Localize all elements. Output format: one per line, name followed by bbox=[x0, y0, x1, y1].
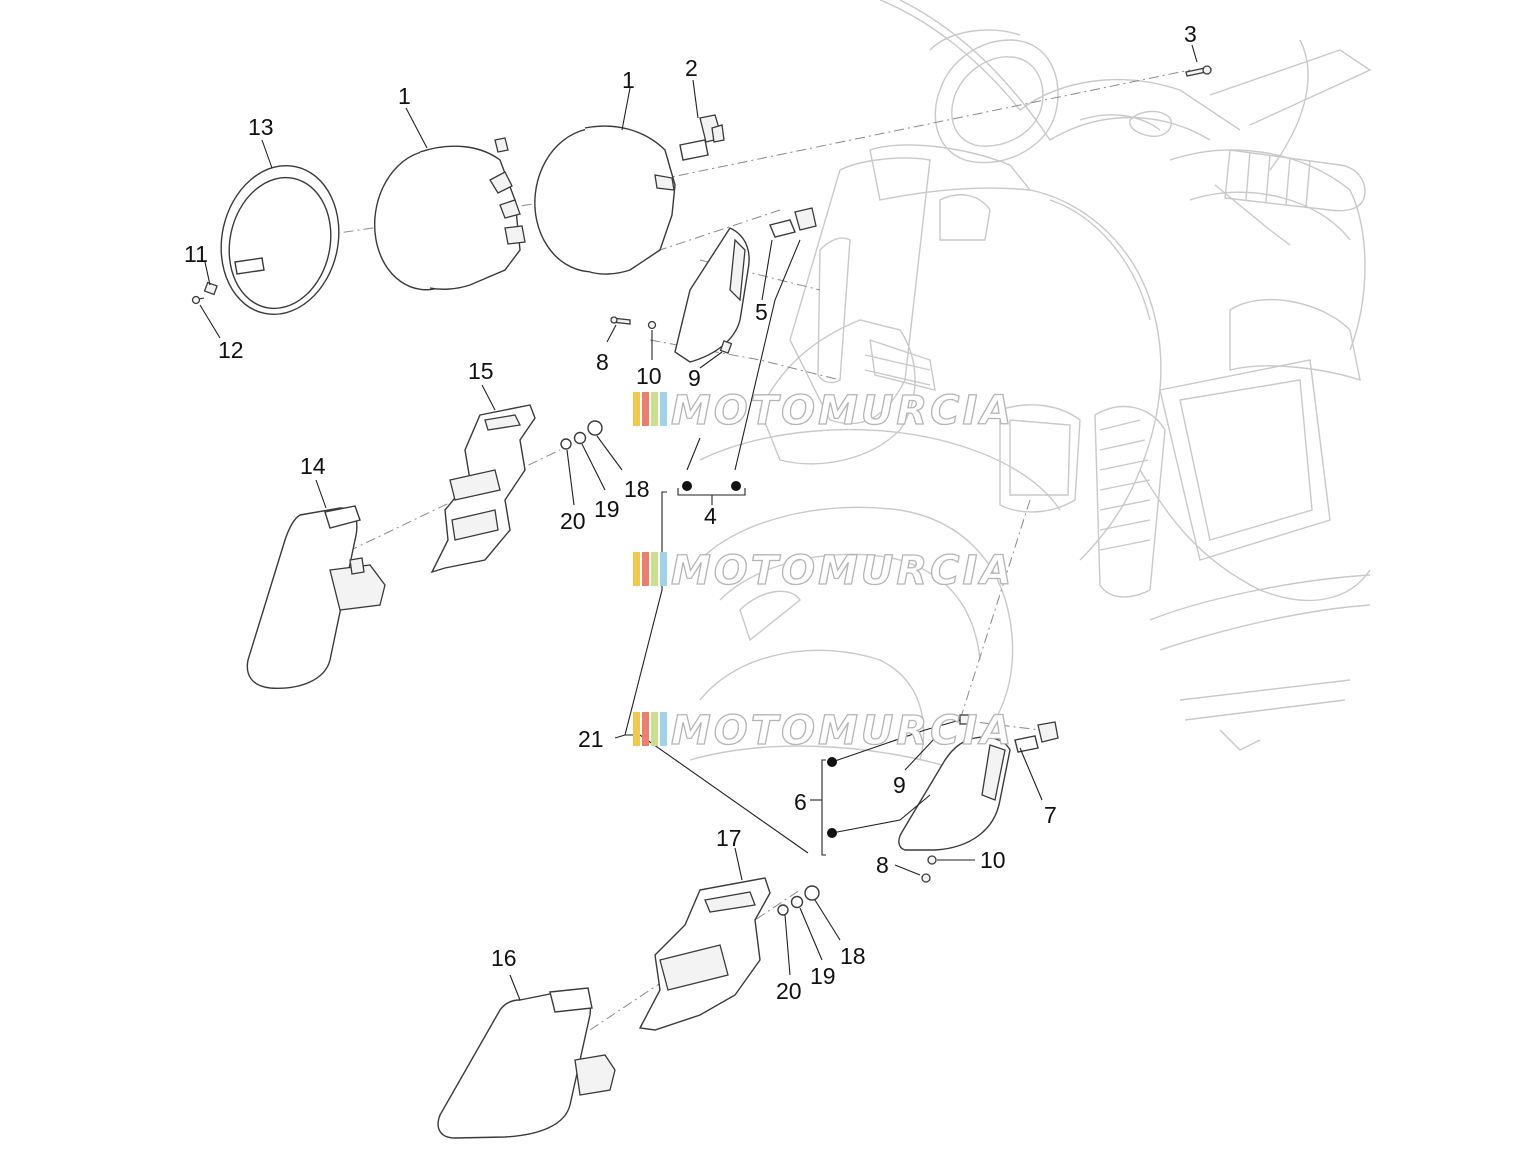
callout-1-right: 1 bbox=[622, 67, 635, 93]
part-1-headlamp-left bbox=[373, 137, 526, 291]
part-9-clip-lower bbox=[959, 714, 970, 725]
callout-20-lower-visible: 20 bbox=[776, 978, 802, 1004]
callout-1-left: 1 bbox=[398, 83, 411, 109]
part-8-screw-lower bbox=[921, 873, 931, 883]
callout-9-lower: 9 bbox=[893, 772, 906, 798]
callout-18-upper: 18 bbox=[624, 476, 650, 502]
callout-21: 21 bbox=[578, 726, 604, 752]
callout-10-upper: 10 bbox=[636, 363, 662, 389]
part-16-indicator-lens-lower bbox=[437, 987, 616, 1139]
watermark-text: MOTOMURCIA bbox=[671, 548, 1014, 594]
part-10-washer-upper bbox=[647, 320, 657, 330]
callout-14: 14 bbox=[300, 453, 326, 479]
part-9-clip-upper bbox=[719, 340, 733, 354]
parts-18-19-20-washers-lower bbox=[777, 885, 820, 916]
callout-10-lower: 10 bbox=[980, 847, 1006, 873]
part-8-screw-upper bbox=[610, 316, 631, 325]
callout-2: 2 bbox=[685, 55, 698, 81]
callout-19-lower: 19 bbox=[810, 963, 836, 989]
part-15-bracket-upper bbox=[430, 404, 536, 574]
part-1-headlamp-right bbox=[534, 125, 676, 275]
part-5-bulb-holder bbox=[769, 207, 817, 238]
parts-18-19-20-washers-upper bbox=[560, 420, 603, 450]
group-connection-dots bbox=[682, 481, 837, 838]
callout-4: 4 bbox=[704, 503, 717, 529]
callout-16: 16 bbox=[491, 945, 517, 971]
part-11-nut bbox=[203, 281, 218, 296]
part-13-headlamp-trim-ring bbox=[220, 164, 340, 316]
callout-17: 17 bbox=[716, 825, 742, 851]
callout-7: 7 bbox=[1044, 802, 1057, 828]
callout-8-upper: 8 bbox=[596, 349, 609, 375]
callout-15: 15 bbox=[468, 358, 494, 384]
watermark-1: MOTOMURCIA bbox=[633, 387, 1014, 435]
part-3-screw bbox=[1185, 65, 1212, 77]
handlebar-grip bbox=[1214, 149, 1366, 246]
part-front-indicator-lower-housing bbox=[898, 736, 1011, 851]
callout-6: 6 bbox=[794, 789, 807, 815]
callout-20-upper: 20 bbox=[560, 508, 586, 534]
callout-12: 12 bbox=[218, 337, 244, 363]
callout-9-upper: 9 bbox=[688, 365, 701, 391]
callout-18-lower: 18 bbox=[840, 943, 866, 969]
callout-3: 3 bbox=[1184, 21, 1197, 47]
callout-5: 5 bbox=[755, 299, 768, 325]
watermark-text: MOTOMURCIA bbox=[671, 708, 1014, 754]
callout-11: 11 bbox=[184, 241, 208, 267]
part-14-indicator-lens-left bbox=[246, 505, 386, 689]
watermark-text: MOTOMURCIA bbox=[671, 388, 1014, 434]
part-2-bulb bbox=[679, 114, 725, 161]
callout-8-lower: 8 bbox=[876, 852, 889, 878]
part-12-screw bbox=[191, 295, 205, 305]
scooter-body-outline bbox=[689, 0, 1372, 771]
callout-13: 13 bbox=[248, 114, 274, 140]
callout-19-upper: 19 bbox=[594, 496, 620, 522]
watermark-3: MOTOMURCIA bbox=[633, 707, 1014, 755]
part-front-indicator-upper-housing bbox=[674, 227, 750, 363]
watermark-2: MOTOMURCIA bbox=[633, 547, 1014, 595]
part-10-washer-lower bbox=[927, 855, 937, 865]
part-7-bulb-holder bbox=[1014, 721, 1059, 753]
part-17-bracket-lower bbox=[638, 877, 771, 1031]
callout-labels: 13 1 1 2 3 11 12 5 8 10 9 15 14 18 19 20… bbox=[184, 21, 1197, 1004]
